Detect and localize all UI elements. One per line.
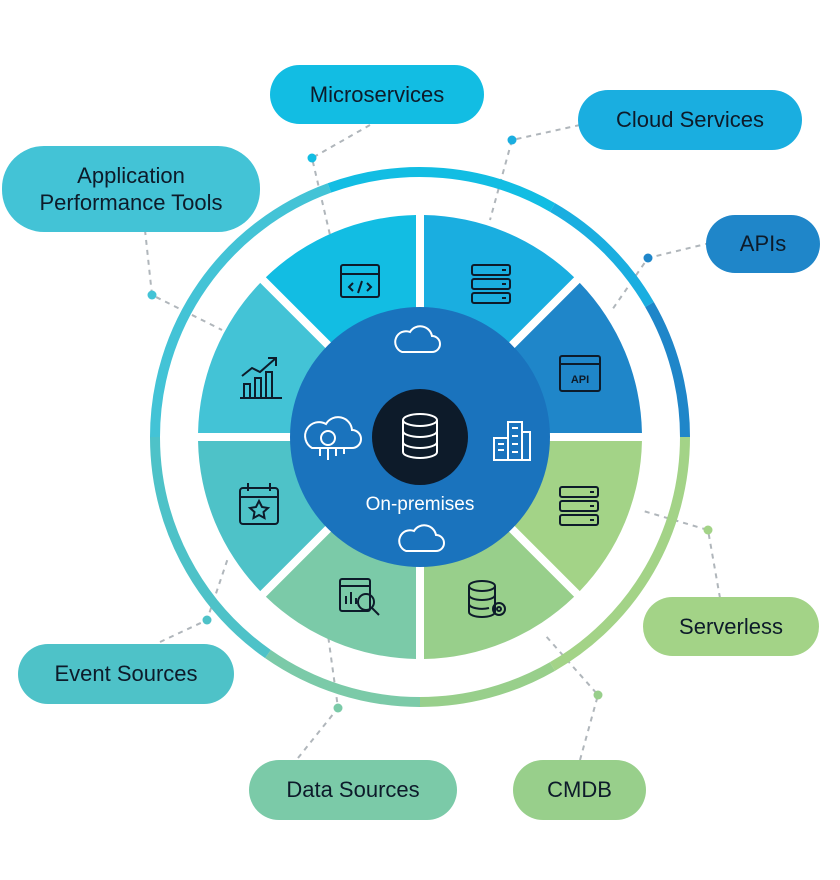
segment-serverless	[513, 440, 642, 592]
ring-arc-serverless	[549, 436, 690, 671]
connector-serverless	[639, 509, 721, 599]
cloud-icon	[394, 325, 441, 353]
center-label: On-premises	[366, 494, 475, 515]
segment-apis	[513, 282, 642, 434]
database-icon	[402, 413, 438, 459]
ring-arc-data-sources	[265, 649, 421, 707]
label-apm: Application Performance Tools	[2, 146, 260, 232]
label-apis-text: APIs	[739, 231, 787, 257]
ring-arc-event-sources	[150, 436, 271, 659]
dot-event-sources	[202, 615, 212, 625]
dot-serverless	[703, 525, 713, 535]
label-apm-line2: Performance Tools	[39, 190, 223, 215]
label-cloud-services: Cloud Services	[578, 90, 802, 150]
label-cmdb-text: CMDB	[547, 777, 612, 803]
ring-arc-cmdb	[419, 662, 555, 707]
label-event-sources: Event Sources	[18, 644, 234, 704]
label-event-sources-text: Event Sources	[54, 661, 198, 687]
server-stack-icon	[471, 264, 511, 304]
label-serverless: Serverless	[643, 597, 819, 656]
label-serverless-text: Serverless	[679, 613, 783, 639]
label-apm-line1: Application	[77, 162, 185, 188]
code-window-icon	[340, 264, 380, 298]
calendar-star-icon	[239, 483, 279, 525]
ring-arc-apis	[645, 302, 690, 438]
growth-chart-icon	[240, 357, 282, 399]
connector-cloud-services	[489, 124, 581, 221]
connector-apm	[144, 229, 223, 331]
label-microservices-text: Microservices	[309, 81, 445, 107]
label-data-sources: Data Sources	[249, 760, 457, 820]
label-apis: APIs	[706, 215, 820, 273]
server-stack-icon	[559, 486, 599, 526]
api-window-icon: API	[559, 355, 601, 392]
data-search-icon	[339, 578, 380, 616]
label-cmdb: CMDB	[513, 760, 646, 820]
segment-apm	[198, 282, 327, 434]
cloud-icon	[398, 524, 445, 552]
dot-apis	[643, 253, 653, 263]
label-data-sources-text: Data Sources	[286, 777, 420, 803]
dot-data-sources	[333, 703, 343, 713]
connector-microservices	[310, 124, 371, 236]
ring-arc-cloud-services	[549, 203, 654, 308]
connector-data-sources	[297, 634, 340, 759]
label-cloud-services-text: Cloud Services	[616, 107, 764, 133]
connector-dots	[147, 135, 713, 713]
segment-cmdb	[423, 530, 575, 659]
dot-apm	[147, 290, 157, 300]
dot-microservices	[307, 153, 317, 163]
outer-ring	[150, 167, 690, 707]
dot-cloud-services	[507, 135, 517, 145]
ring-arc-microservices	[327, 167, 555, 212]
database-gear-icon	[468, 580, 506, 618]
dot-cmdb	[593, 690, 603, 700]
buildings-icon	[493, 421, 531, 461]
label-microservices: Microservices	[270, 65, 484, 124]
svg-text:API: API	[571, 374, 589, 386]
bitcoin-cloud-icon	[304, 416, 362, 460]
ring-arc-apm	[150, 183, 332, 438]
